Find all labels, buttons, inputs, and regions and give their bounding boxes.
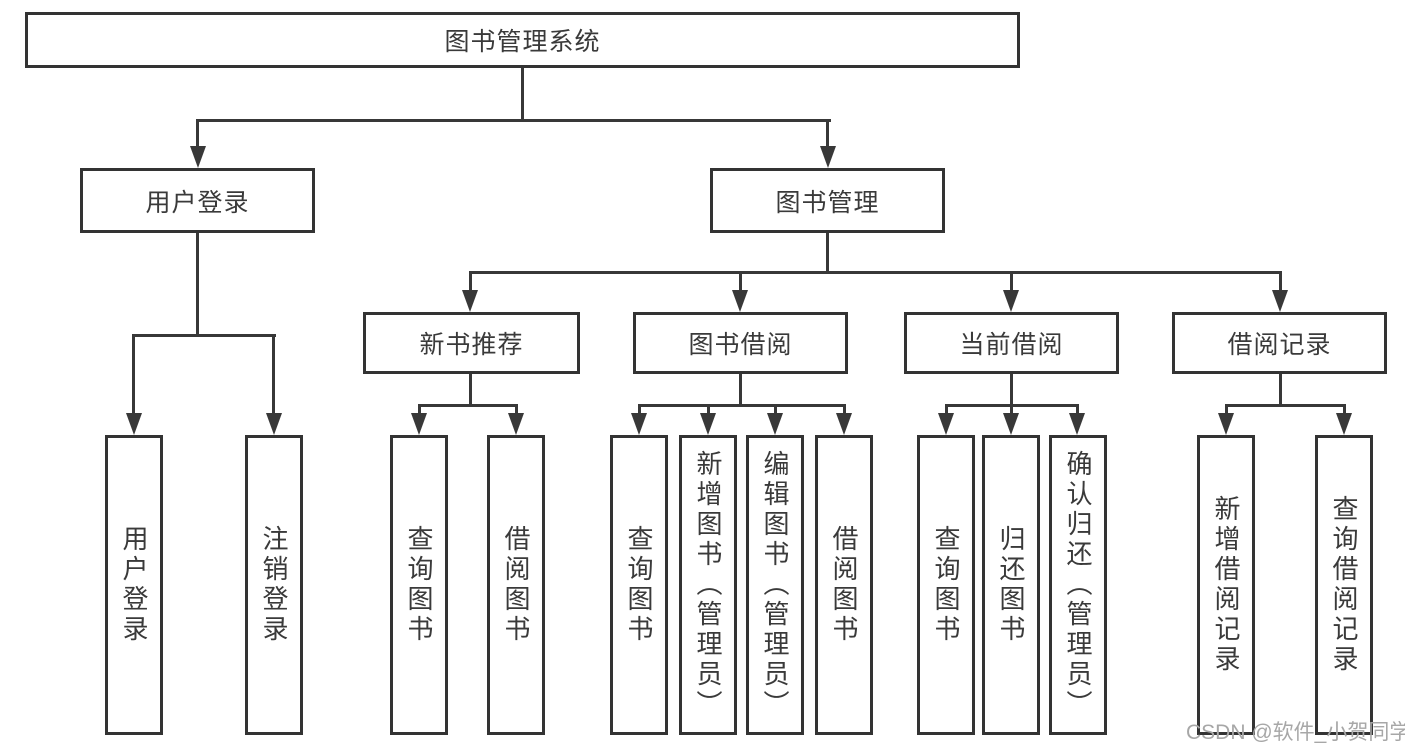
watermark: CSDN @软件_小贺同学 [1186, 721, 1405, 744]
connector-drop-new-book [469, 271, 472, 293]
connector-drop-leaf [707, 404, 710, 416]
connector-drop-leaf [638, 404, 641, 416]
connector-user-login-bar [133, 334, 276, 337]
arrow-down-icon [1003, 413, 1019, 435]
node-leaf-return-books: 归还图书 [982, 435, 1040, 735]
connector-drop-leaf [774, 404, 777, 416]
node-label: 查询借阅记录 [1329, 495, 1359, 675]
connector-drop-leaf [1010, 404, 1013, 416]
arrow-down-icon [767, 413, 783, 435]
node-label: 图书管理 [775, 188, 880, 217]
node-leaf-logout: 注销登录 [245, 435, 303, 735]
arrow-down-icon [1218, 413, 1234, 435]
arrow-down-icon [1069, 413, 1085, 435]
node-label: 查询图书 [404, 525, 434, 645]
node-label: 当前借阅 [959, 331, 1064, 359]
node-label: 新增图书（管理员） [693, 450, 723, 720]
connector-drop-leaf [515, 404, 518, 416]
node-label: 查询图书 [931, 525, 961, 645]
arrow-down-icon [1336, 413, 1352, 435]
arrow-down-icon [190, 146, 206, 168]
node-label: 用户登录 [145, 188, 250, 217]
arrow-down-icon [1003, 290, 1019, 312]
node-leaf-borrow-books: 借阅图书 [815, 435, 873, 735]
node-leaf-add-borrow-record: 新增借阅记录 [1197, 435, 1255, 735]
node-book-borrowing: 图书借阅 [633, 312, 848, 374]
connector-new-book-bar [418, 404, 518, 407]
node-label: 确认归还（管理员） [1063, 450, 1093, 720]
arrow-down-icon [126, 413, 142, 435]
connector-user-login-stem [196, 233, 199, 335]
node-leaf-query-borrow-record: 查询借阅记录 [1315, 435, 1373, 735]
connector-drop-leaf [945, 404, 948, 416]
arrow-down-icon [266, 413, 282, 435]
node-label: 新书推荐 [419, 331, 524, 359]
arrow-down-icon [1272, 290, 1288, 312]
node-label: 用户登录 [119, 525, 149, 645]
node-label: 注销登录 [259, 525, 289, 645]
node-leaf-edit-books-admin: 编辑图书（管理员） [746, 435, 804, 735]
node-leaf-query-books: 查询图书 [610, 435, 668, 735]
arrow-down-icon [508, 413, 524, 435]
connector-drop-leaf [418, 404, 421, 416]
node-label: 图书借阅 [688, 331, 793, 359]
connector-drop-leaf [1343, 404, 1346, 416]
connector-drop-leaf [272, 334, 275, 414]
node-leaf-user-login: 用户登录 [105, 435, 163, 735]
node-label: 借阅图书 [501, 525, 531, 645]
arrow-down-icon [732, 290, 748, 312]
arrow-down-icon [462, 290, 478, 312]
connector-book-management-bar [469, 271, 1281, 274]
arrow-down-icon [411, 413, 427, 435]
connector-drop-book-management [826, 119, 829, 149]
connector-drop-current-borrow [1010, 271, 1013, 293]
connector-book-borrow-stem [739, 374, 742, 406]
connector-drop-leaf [843, 404, 846, 416]
connector-book-management-stem [826, 233, 829, 273]
node-current-borrowing: 当前借阅 [904, 312, 1119, 374]
connector-drop-leaf [1225, 404, 1228, 416]
connector-drop-leaf [132, 334, 135, 414]
node-leaf-confirm-return-admin: 确认归还（管理员） [1049, 435, 1107, 735]
node-leaf-borrow-books-recommend: 借阅图书 [487, 435, 545, 735]
connector-drop-leaf [1076, 404, 1079, 416]
node-leaf-query-books-recommend: 查询图书 [390, 435, 448, 735]
node-leaf-add-books-admin: 新增图书（管理员） [679, 435, 737, 735]
node-library-management-system: 图书管理系统 [25, 12, 1020, 68]
arrow-down-icon [700, 413, 716, 435]
node-label: 新增借阅记录 [1211, 495, 1241, 675]
connector-borrow-record-bar [1225, 404, 1346, 407]
connector-drop-book-borrow [739, 271, 742, 293]
arrow-down-icon [836, 413, 852, 435]
connector-root-stem [521, 68, 524, 121]
node-label: 查询图书 [624, 525, 654, 645]
connector-current-borrow-stem [1010, 374, 1013, 406]
connector-drop-user-login [196, 119, 199, 149]
node-user-login: 用户登录 [80, 168, 315, 233]
node-new-book-recommend: 新书推荐 [363, 312, 580, 374]
node-label: 借阅记录 [1227, 331, 1332, 359]
arrow-down-icon [820, 146, 836, 168]
connector-borrow-record-stem [1279, 374, 1282, 406]
node-label: 图书管理系统 [444, 28, 601, 56]
node-label: 编辑图书（管理员） [760, 450, 790, 720]
connector-drop-borrow-record [1279, 271, 1282, 293]
connector-root-bar [197, 119, 831, 122]
connector-new-book-stem [469, 374, 472, 406]
arrow-down-icon [631, 413, 647, 435]
arrow-down-icon [938, 413, 954, 435]
connector-book-borrow-bar [638, 404, 846, 407]
node-book-management: 图书管理 [710, 168, 945, 233]
node-borrowing-records: 借阅记录 [1172, 312, 1387, 374]
node-label: 归还图书 [996, 525, 1026, 645]
node-leaf-query-books-current: 查询图书 [917, 435, 975, 735]
node-label: 借阅图书 [829, 525, 859, 645]
